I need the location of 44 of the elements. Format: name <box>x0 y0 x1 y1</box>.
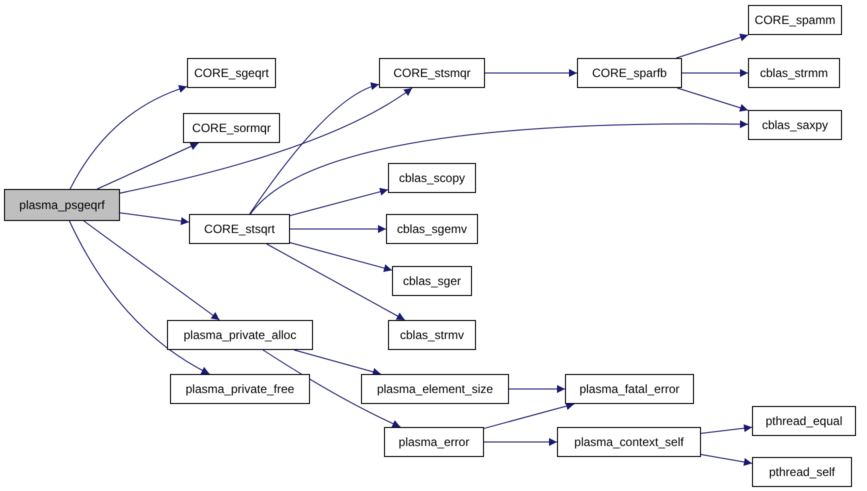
arrow <box>700 424 752 434</box>
function-box: CORE_sormqr <box>183 113 280 143</box>
arrow <box>250 120 748 214</box>
function-box: plasma_fatal_error <box>565 374 694 404</box>
function-box: plasma_private_alloc <box>167 320 313 350</box>
function-box: cblas_strmv <box>388 320 476 350</box>
function-box: plasma_private_free <box>170 374 310 404</box>
arrow <box>508 385 566 393</box>
arrow <box>249 82 380 214</box>
arrow <box>68 220 210 374</box>
arrow <box>83 220 220 320</box>
arrow <box>120 88 413 194</box>
arrow <box>676 88 748 112</box>
arrow <box>700 454 752 466</box>
function-box: pthread_equal <box>752 406 856 436</box>
function-box: CORE_sgeqrt <box>187 58 276 88</box>
function-box: cblas_scopy <box>388 163 476 193</box>
arrow <box>96 142 199 190</box>
arrow <box>290 225 386 233</box>
arrow <box>484 69 578 77</box>
function-box: plasma_psgeqrf <box>4 189 120 221</box>
function-box: pthread_self <box>752 457 852 487</box>
function-box: CORE_spamm <box>748 5 842 35</box>
arrow <box>484 438 558 446</box>
function-box: plasma_error <box>384 427 484 457</box>
function-box: plasma_context_self <box>557 427 701 457</box>
arrow <box>294 350 382 376</box>
arrow <box>290 188 388 216</box>
function-box: cblas_strmm <box>748 58 840 88</box>
arrow <box>120 212 190 226</box>
function-box: cblas_sger <box>392 266 472 296</box>
arrow <box>266 244 406 320</box>
arrow <box>290 242 392 272</box>
function-box: CORE_sparfb <box>577 58 682 88</box>
arrow <box>262 350 401 428</box>
arrow <box>484 402 575 429</box>
arrow <box>70 85 188 190</box>
function-box: CORE_stsmqr <box>379 58 485 88</box>
function-box: cblas_sgemv <box>386 214 478 244</box>
function-box: plasma_element_size <box>361 374 509 404</box>
function-box: cblas_saxpy <box>748 110 842 140</box>
arrow <box>682 69 748 77</box>
arrow <box>676 34 749 58</box>
function-box: CORE_stsqrt <box>189 214 290 244</box>
